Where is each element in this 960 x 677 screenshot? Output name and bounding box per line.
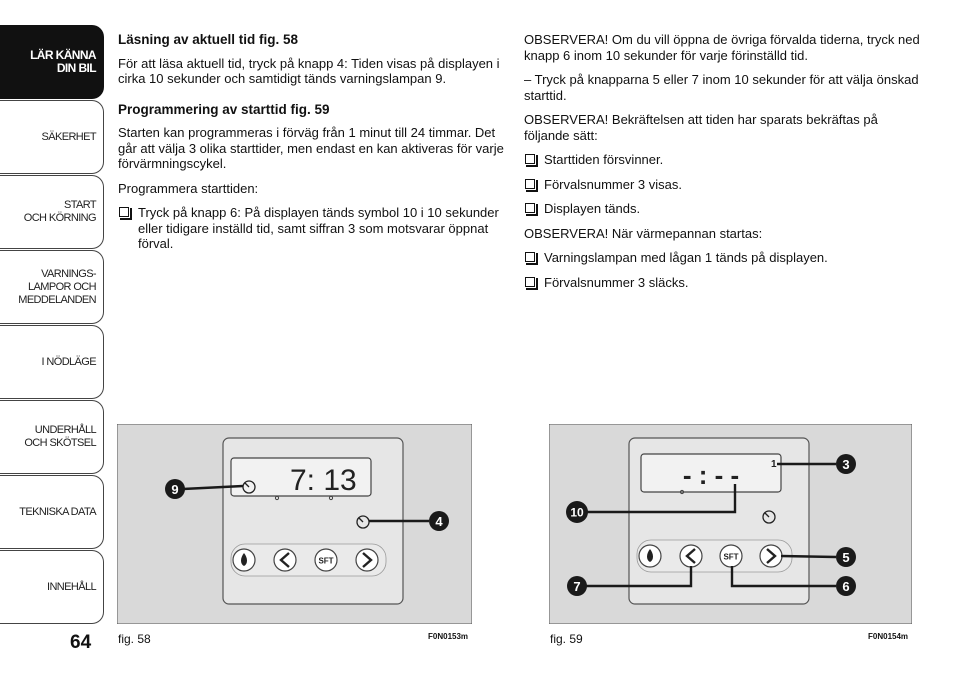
svg-text:7: 7 [573, 579, 580, 594]
svg-text:SFT: SFT [318, 557, 333, 566]
svg-text:3: 3 [842, 457, 849, 472]
figure-58: 7: 13 SFT 9 [116, 423, 473, 625]
callout-6: 6 [836, 576, 856, 596]
tab-varningslampor[interactable]: VARNINGS- LAMPOR OCH MEDDELANDEN [0, 250, 104, 324]
checkbox-bullet-icon [119, 207, 132, 220]
timer-display [640, 453, 782, 493]
svg-text:4: 4 [435, 514, 443, 529]
tab-innehall[interactable]: INNEHÅLL [0, 550, 104, 624]
svg-text:5: 5 [842, 550, 849, 565]
sft-button: SFT [719, 544, 743, 568]
sft-button: SFT [314, 548, 338, 572]
tab-underhall[interactable]: UNDERHÅLL OCH SKÖTSEL [0, 400, 104, 474]
para-select-time: – Tryck på knapparna 5 eller 7 inom 10 s… [524, 72, 919, 103]
note-confirmation: OBSERVERA! Bekräftelsen att tiden har sp… [524, 112, 878, 143]
callout-7: 7 [567, 576, 587, 596]
list-item: Förvalsnummer 3 visas. [524, 177, 924, 193]
tab-tekniska-data[interactable]: TEKNISKA DATA [0, 475, 104, 549]
timer-display [230, 457, 372, 497]
list-item-text: Tryck på knapp 6: På displayen tänds sym… [138, 205, 499, 251]
right-button [355, 548, 379, 572]
svg-text:10: 10 [570, 506, 584, 520]
left-column: Läsning av aktuell tid fig. 58 För att l… [118, 32, 510, 261]
fig58-code: F0N0153m [428, 632, 469, 641]
tab-lar-kanna-din-bil[interactable]: LÄR KÄNNA DIN BIL [0, 25, 104, 99]
left-button [273, 548, 297, 572]
flame-button [638, 544, 662, 568]
list-item: Tryck på knapp 6: På displayen tänds sym… [118, 205, 510, 252]
display-time: 7: 13 [290, 464, 357, 497]
callout-10: 10 [566, 501, 588, 523]
para-program-intro: Starten kan programmeras i förväg från 1… [118, 125, 504, 171]
fig59-caption: fig. 59 [550, 632, 583, 646]
callout-5: 5 [836, 547, 856, 567]
page-number: 64 [70, 632, 92, 653]
para-program-steps: Programmera starttiden: [118, 180, 259, 196]
clock-icon [762, 510, 776, 524]
note-heater-start: OBSERVERA! När värmepannan startas: [524, 225, 763, 241]
checkbox-bullet-icon [525, 178, 538, 192]
checkbox-bullet-icon [525, 203, 538, 216]
para-read-time: För att läsa aktuell tid, tryck på knapp… [118, 55, 500, 87]
note-other-presets: OBSERVERA! Om du vill öppna de övriga fö… [524, 32, 920, 63]
svg-text:9: 9 [171, 482, 178, 497]
heading-program-start: Programmering av starttid fig. 59 [118, 101, 330, 117]
callout-9: 9 [165, 479, 185, 499]
callout-4: 4 [429, 511, 449, 531]
list-item: Displayen tänds. [524, 201, 924, 217]
checkbox-bullet-icon [525, 276, 538, 290]
display-time: - : - - [683, 460, 739, 490]
fig59-code: F0N0154m [868, 632, 909, 641]
svg-text:SFT: SFT [723, 553, 738, 562]
right-button [759, 544, 783, 568]
left-button [679, 544, 703, 568]
flame-button [232, 548, 256, 572]
tab-i-nodlage[interactable]: I NÖDLÄGE [0, 325, 104, 399]
heading-read-time: Läsning av aktuell tid fig. 58 [118, 32, 299, 47]
list-item: Förvalsnummer 3 släcks. [524, 275, 924, 291]
list-item: Starttiden försvinner. [524, 152, 924, 168]
chapter-sidebar: LÄR KÄNNA DIN BIL SÄKERHET START OCH KÖR… [0, 25, 104, 625]
figure-59: - : - - 1 SFT 3 [548, 423, 913, 625]
svg-text:6: 6 [842, 579, 849, 594]
fig58-caption: fig. 58 [118, 632, 151, 646]
right-column: OBSERVERA! Om du vill öppna de övriga fö… [524, 32, 924, 299]
tab-sakerhet[interactable]: SÄKERHET [0, 100, 104, 174]
display-index: 1 [771, 459, 777, 470]
checkbox-bullet-icon [525, 252, 538, 265]
list-item: Varningslampan med lågan 1 tänds på disp… [524, 250, 924, 266]
checkbox-bullet-icon [525, 154, 538, 167]
callout-3: 3 [836, 454, 856, 474]
tab-start-och-korning[interactable]: START OCH KÖRNING [0, 175, 104, 249]
